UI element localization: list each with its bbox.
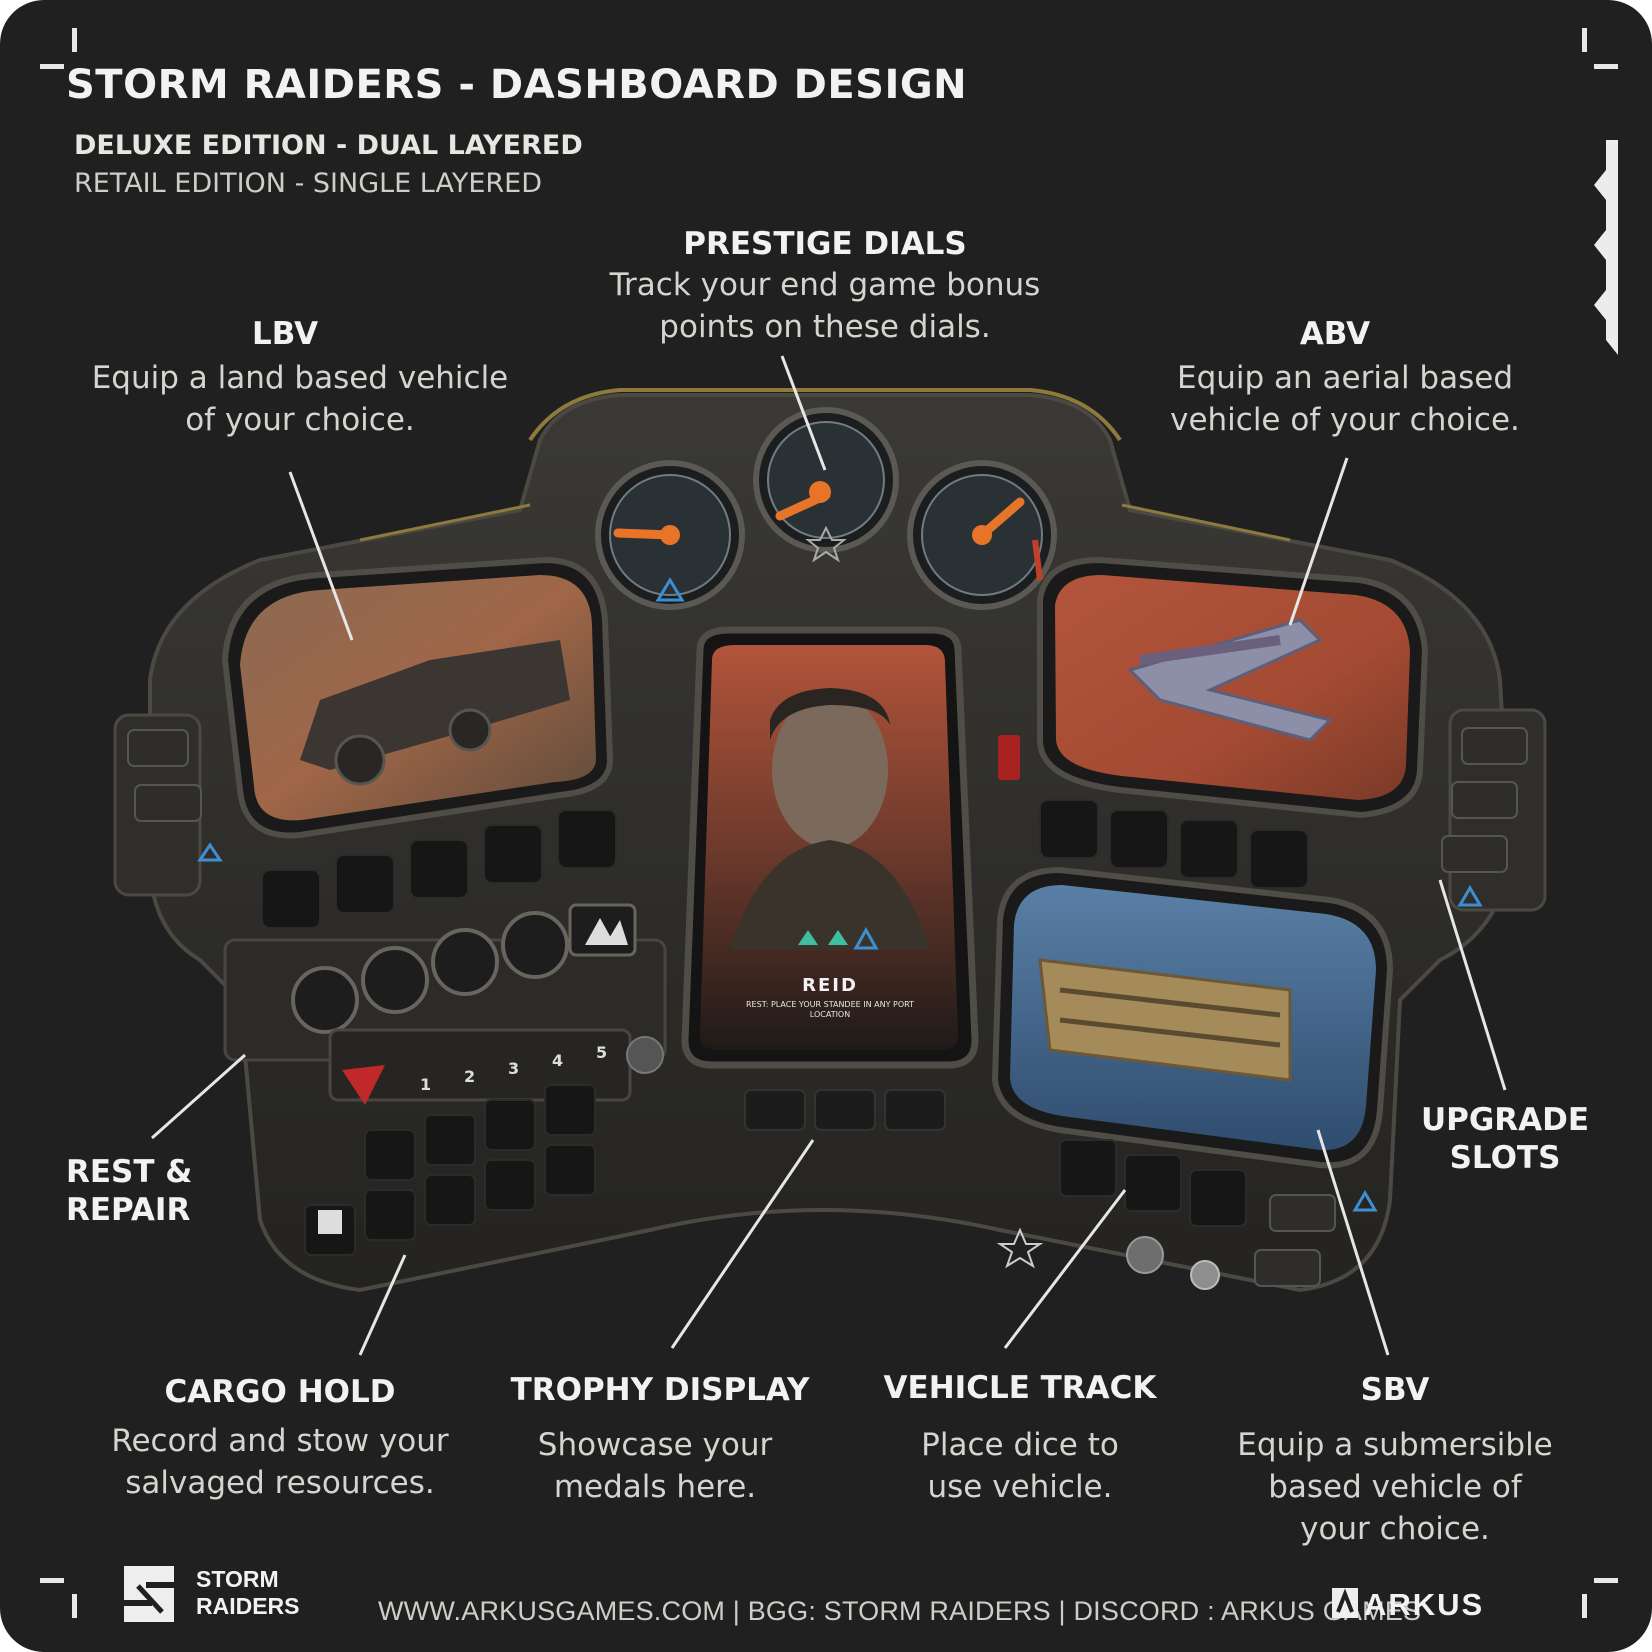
character-card (681, 626, 979, 1069)
character-ability: REST: PLACE YOUR STANDEE IN ANY PORT LOC… (746, 1000, 914, 1019)
abv-screen (1037, 556, 1429, 819)
lbv-desc-1: Equip a land based vehicle (91, 360, 509, 396)
abv-dice-slots (1039, 799, 1309, 889)
vehicle-track-number: 1 (420, 1075, 431, 1094)
storm-raiders-logo-text: STORM RAIDERS (196, 1566, 300, 1619)
vehicle-track-desc-2: use vehicle. (927, 1469, 1113, 1505)
trophy-display-desc-2: medals here. (553, 1469, 757, 1505)
cargo-hold-desc-1: Record and stow your (111, 1423, 449, 1459)
corner-bracket-bl (72, 1594, 77, 1618)
arkus-logo-text: ARKUS (1364, 1587, 1485, 1622)
abv-desc-2: vehicle of your choice. (1170, 402, 1520, 438)
prestige-dial-center (753, 407, 899, 563)
abv-desc-1: Equip an aerial based (1176, 360, 1514, 396)
page-title: STORM RAIDERS - DASHBOARD DESIGN (66, 62, 968, 108)
prestige-dial-left (595, 460, 745, 610)
upgrade-slots-right (1254, 708, 1547, 1287)
upgrade-slots-label-2: SLOTS (1449, 1140, 1561, 1176)
corner-bracket-br (1594, 1578, 1618, 1583)
vehicle-track-label: VEHICLE TRACK (883, 1370, 1157, 1406)
sbv-desc-2: based vehicle of (1268, 1469, 1522, 1505)
vehicle-track-number: 3 (508, 1059, 519, 1078)
prestige-dials-desc-1: Track your end game bonus (609, 267, 1041, 303)
sbv-desc-3: your choice. (1300, 1511, 1490, 1547)
vehicle-track-number: 5 (596, 1043, 607, 1062)
sbv-label: SBV (1360, 1372, 1430, 1408)
leader-lines (151, 355, 1507, 1356)
trophy-display-label: TROPHY DISPLAY (510, 1372, 810, 1408)
footer-links: WWW.ARKUSGAMES.COM | BGG: STORM RAIDERS … (378, 1596, 1422, 1626)
lbv-dice-slots (261, 809, 617, 929)
vehicle-track-desc-1: Place dice to (921, 1427, 1119, 1463)
vehicle-track-number: 2 (464, 1067, 475, 1086)
vehicle-track-number: 4 (552, 1051, 563, 1070)
prestige-dials-desc-2: points on these dials. (659, 309, 991, 345)
vehicle-track (328, 1028, 946, 1131)
lbv-label: LBV (251, 316, 319, 352)
trophy-display-desc-1: Showcase your (537, 1427, 773, 1463)
lbv-screen (221, 556, 614, 839)
storm-raiders-logo (124, 1566, 174, 1622)
rest-repair-label-2: REPAIR (66, 1192, 191, 1228)
corner-bracket-tr (1582, 28, 1587, 52)
sbv-desc-1: Equip a submersible (1237, 1427, 1553, 1463)
corner-bracket-tl (72, 28, 77, 52)
cargo-hold-grid (304, 1084, 596, 1256)
cargo-hold-label: CARGO HOLD (164, 1374, 396, 1410)
sbv-screen (991, 866, 1394, 1169)
cargo-hold-desc-2: salvaged resources. (125, 1465, 435, 1501)
prestige-dial-right (907, 460, 1057, 610)
corner-bracket-br (1582, 1594, 1587, 1618)
corner-bracket-tl (40, 64, 64, 69)
trophy-slots (996, 1139, 1247, 1290)
edge-zigzag-decoration (1594, 140, 1618, 355)
red-switch (998, 735, 1020, 780)
prestige-dials-label: PRESTIGE DIALS (683, 226, 967, 262)
corner-bracket-tr (1594, 64, 1618, 69)
edition-retail: RETAIL EDITION - SINGLE LAYERED (74, 168, 543, 199)
upgrade-slots-label-1: UPGRADE (1420, 1102, 1590, 1138)
rest-repair-label-1: REST & (66, 1154, 193, 1190)
lbv-desc-2: of your choice. (185, 402, 415, 438)
arkus-logo-mark (1332, 1588, 1358, 1618)
abv-label: ABV (1299, 316, 1371, 352)
edition-deluxe: DELUXE EDITION - DUAL LAYERED (74, 130, 583, 161)
upgrade-slots-left (113, 713, 223, 897)
character-name: REID (802, 975, 858, 996)
corner-bracket-bl (40, 1578, 64, 1583)
